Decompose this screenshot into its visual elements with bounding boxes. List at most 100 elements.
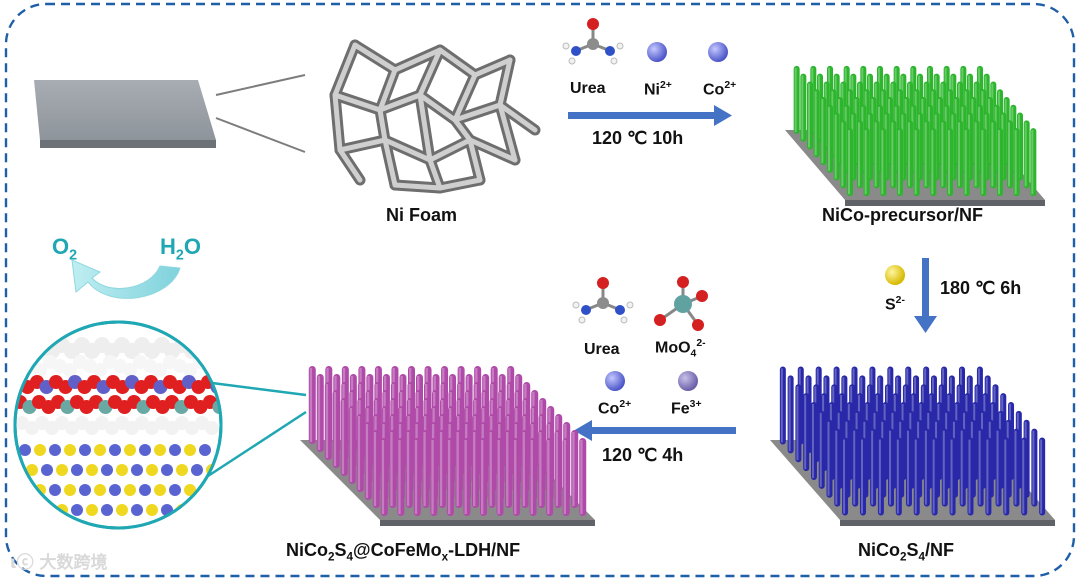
atom (194, 337, 210, 353)
nanorod (980, 128, 987, 197)
urea-molecule-icon (562, 18, 624, 65)
nanorod-highlight (941, 122, 944, 187)
nanorod-highlight (1022, 439, 1025, 514)
nanorod (380, 438, 388, 516)
reagent-urea-label: Urea (570, 80, 606, 97)
nanorod-highlight (514, 440, 517, 514)
atom (41, 504, 53, 516)
nanorod (959, 428, 966, 507)
nanorod-highlight (357, 416, 361, 490)
nanorod-highlight (349, 408, 353, 482)
nanorod-highlight (835, 430, 838, 505)
atom (124, 484, 136, 496)
atom (116, 464, 128, 476)
nanorod (1031, 428, 1038, 507)
nanorod-highlight (986, 439, 989, 514)
atom (109, 484, 121, 496)
nanorod (840, 120, 847, 189)
nanorod (787, 375, 794, 454)
nanorod-highlight (788, 377, 791, 452)
watermark: ιⓒ 大数跨境 (10, 553, 108, 573)
nanorod-highlight (317, 376, 321, 450)
nanorod (923, 428, 930, 507)
atom (94, 484, 106, 496)
molybdate-molecule-icon (654, 276, 708, 331)
nanorod (308, 366, 316, 444)
ldh-product-label: NiCo2S4@CoFeMox-LDH/NF (286, 540, 521, 564)
reagent-moo4-label: MoO42- (655, 338, 706, 360)
atom (19, 444, 31, 456)
nanorod-highlight (889, 430, 892, 505)
nanorod (818, 410, 825, 489)
nanorod-highlight (580, 440, 583, 514)
arrow-sulfidation (914, 258, 937, 333)
nanorod (1013, 428, 1020, 507)
nanorod-highlight (365, 424, 369, 498)
nanorod (389, 430, 397, 508)
nanorod-highlight (780, 368, 783, 443)
nanorod (480, 438, 487, 516)
atom (146, 504, 158, 516)
nanorod-highlight (563, 440, 567, 514)
nanorod (813, 89, 820, 158)
nanorod (562, 438, 570, 516)
atom (184, 444, 196, 456)
nanorod-highlight (522, 432, 525, 506)
atom (15, 355, 27, 369)
nanorod-highlight (539, 432, 542, 506)
nanorod (472, 430, 479, 508)
atom (191, 504, 203, 516)
nanorod (977, 428, 984, 507)
nanorod-highlight (968, 439, 971, 514)
atom (184, 484, 196, 496)
nanorod-highlight (924, 122, 927, 187)
atom (124, 444, 136, 456)
atom (183, 363, 197, 377)
nanorod-highlight (1024, 122, 1027, 187)
nanorod-highlight (914, 130, 917, 195)
nanorod (538, 430, 546, 508)
nanorod-highlight (464, 440, 467, 514)
nanorod-highlight (974, 122, 977, 187)
reagent-urea-label-2: Urea (584, 341, 620, 358)
nanorod (826, 419, 833, 498)
atom (131, 464, 143, 476)
nanorod (913, 437, 920, 516)
atom (204, 343, 220, 359)
nanorod-highlight (808, 83, 810, 148)
atom (109, 444, 121, 456)
atom (153, 363, 167, 377)
condition-3-label: 120 ℃ 4h (602, 445, 684, 465)
atom (64, 484, 76, 496)
nanorod-highlight (456, 432, 459, 506)
nanorod (529, 438, 537, 516)
nanorod (940, 120, 947, 189)
oer-curved-arrow (71, 259, 181, 299)
nanorod (947, 128, 953, 197)
nanorod-highlight (960, 430, 963, 505)
nanorod-highlight (1014, 430, 1017, 505)
atom (33, 363, 47, 377)
nanorod-highlight (931, 130, 934, 195)
o2-label: O2 (52, 234, 78, 264)
nico2s4-array (770, 366, 1055, 526)
nanorod (941, 428, 948, 507)
nanorod-highlight (431, 440, 434, 514)
nanorod-highlight (834, 114, 837, 179)
nanorod-highlight (309, 368, 313, 442)
fe-ion-icon (678, 371, 698, 391)
nanorod (1030, 128, 1037, 197)
dashed-frame (4, 2, 1076, 578)
nanorod (546, 438, 554, 516)
nico2s4-label: NiCo2S4/NF (858, 540, 955, 564)
nanorod (897, 128, 903, 197)
nanorod (870, 428, 877, 507)
nanorod (997, 128, 1003, 197)
nanorod-highlight (1032, 430, 1035, 505)
nanorod-highlight (481, 440, 484, 514)
nanorod (554, 430, 562, 508)
nanorod (888, 428, 895, 507)
atom (71, 464, 83, 476)
nanorod (930, 128, 937, 197)
